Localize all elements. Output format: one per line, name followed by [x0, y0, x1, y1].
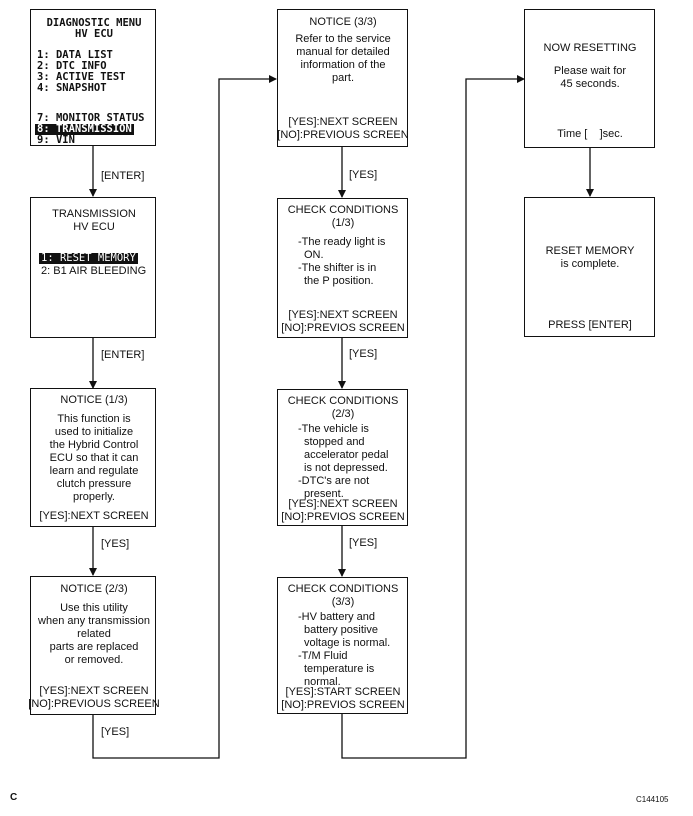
notice-text: manual for detailed [296, 46, 390, 58]
edge-label-yes: [YES] [101, 538, 130, 550]
menu-item-selected: 8: TRANSMISSION [35, 123, 134, 135]
reset-complete-screen: RESET MEMORY is complete. PRESS [ENTER] [524, 197, 655, 337]
arrow-check3-to-resetting [341, 75, 525, 759]
notice-1-screen: NOTICE (1/3) This function is used to in… [30, 388, 156, 527]
edge-label-yes: [YES] [349, 537, 378, 549]
notice-text: part. [331, 72, 355, 84]
diagnostic-menu-screen: DIAGNOSTIC MENU HV ECU 1: DATA LIST 2: D… [30, 9, 156, 146]
transmission-item: 2: B1 AIR BLEEDING [41, 265, 147, 277]
check-footer: [YES]:NEXT SCREEN [288, 309, 398, 321]
now-resetting-screen: NOW RESETTING Please wait for 45 seconds… [524, 9, 655, 148]
check-title-step: (1/3) [331, 217, 355, 229]
notice-text: properly. [73, 491, 115, 503]
notice-text: or removed. [64, 654, 124, 666]
check-footer: [YES]:START SCREEN [285, 686, 401, 698]
figure-code: C144105 [636, 795, 669, 804]
complete-text: is complete. [560, 258, 620, 270]
menu-subtitle: HV ECU [75, 28, 113, 40]
notice-text: Refer to the service [295, 33, 391, 45]
notice-text: learn and regulate [49, 465, 139, 477]
check-title-step: (2/3) [331, 408, 355, 420]
notice-text: related [77, 628, 111, 640]
check-conditions-2-screen: CHECK CONDITIONS (2/3) -The vehicle is s… [277, 389, 408, 526]
arrow-notice2-to-notice3 [92, 75, 277, 759]
notice-footer: [YES]:NEXT SCREEN [288, 116, 398, 128]
transmission-screen: TRANSMISSION HV ECU 1: RESET MEMORY 2: B… [30, 197, 156, 338]
menu-item: 2: DTC INFO [37, 60, 107, 72]
check-text: accelerator pedal [304, 449, 389, 461]
notice-footer: [YES]:NEXT SCREEN [39, 510, 149, 522]
check-text: battery positive [304, 624, 378, 636]
menu-title: DIAGNOSTIC MENU [46, 17, 142, 29]
edge-label-yes: [YES] [349, 169, 378, 181]
check-text: is not depressed. [304, 462, 388, 474]
menu-item: 1: DATA LIST [37, 49, 113, 61]
check-text: -The vehicle is [298, 423, 369, 435]
check-title-step: (3/3) [331, 596, 355, 608]
menu-item: 7: MONITOR STATUS [37, 112, 145, 124]
check-text: present. [304, 488, 344, 500]
notice-title: NOTICE (3/3) [309, 16, 377, 28]
transmission-title: TRANSMISSION [52, 208, 136, 220]
notice-footer: [NO]:PREVIOUS SCREEN [277, 129, 409, 141]
notice-text: parts are replaced [49, 641, 139, 653]
transmission-subtitle: HV ECU [73, 221, 115, 233]
check-title: CHECK CONDITIONS [287, 395, 399, 407]
check-text: the P position. [304, 275, 374, 287]
notice-text: clutch pressure [56, 478, 132, 490]
figure-letter: C [10, 792, 18, 803]
menu-item: 4: SNAPSHOT [37, 82, 107, 94]
notice-text: This function is [57, 413, 131, 425]
check-text: voltage is normal. [304, 637, 391, 649]
check-title: CHECK CONDITIONS [287, 204, 399, 216]
check-footer: [NO]:PREVIOS SCREEN [281, 699, 405, 711]
notice-text: used to initialize [54, 426, 134, 438]
check-conditions-3-screen: CHECK CONDITIONS (3/3) -HV battery and b… [277, 577, 408, 714]
check-text: normal. [304, 676, 341, 688]
notice-text: information of the [300, 59, 386, 71]
resetting-timer: Time [ ]sec. [557, 128, 623, 140]
edge-label-enter: [ENTER] [101, 349, 145, 361]
check-conditions-1-screen: CHECK CONDITIONS (1/3) -The ready light … [277, 198, 408, 338]
check-footer: [NO]:PREVIOS SCREEN [281, 511, 405, 523]
check-footer: [NO]:PREVIOS SCREEN [281, 322, 405, 334]
check-text: -HV battery and [298, 611, 376, 623]
check-text: -The ready light is [298, 236, 386, 248]
menu-item: 3: ACTIVE TEST [37, 71, 126, 83]
notice-footer: [NO]:PREVIOUS SCREEN [28, 698, 160, 710]
check-text: ON. [304, 249, 324, 261]
check-text: -T/M Fluid [298, 650, 348, 662]
notice-text: Use this utility [60, 602, 128, 614]
menu-item: 9: VIN [37, 134, 75, 146]
notice-title: NOTICE (2/3) [60, 583, 128, 595]
notice-text: the Hybrid Control [49, 439, 139, 451]
check-footer: [YES]:NEXT SCREEN [288, 498, 398, 510]
notice-title: NOTICE (1/3) [60, 394, 128, 406]
edge-label-yes: [YES] [349, 348, 378, 360]
check-text: stopped and [304, 436, 365, 448]
edge-label-enter: [ENTER] [101, 170, 145, 182]
notice-footer: [YES]:NEXT SCREEN [39, 685, 149, 697]
edge-label-yes: [YES] [101, 726, 130, 738]
check-title: CHECK CONDITIONS [287, 583, 399, 595]
notice-2-screen: NOTICE (2/3) Use this utility when any t… [28, 576, 160, 715]
notice-text: ECU so that it can [49, 452, 139, 464]
complete-footer: PRESS [ENTER] [548, 319, 632, 331]
notice-text: when any transmission [38, 615, 150, 627]
notice-3-screen: NOTICE (3/3) Refer to the service manual… [277, 9, 409, 147]
check-text: -The shifter is in [298, 262, 377, 274]
complete-text: RESET MEMORY [545, 245, 635, 257]
resetting-text: Please wait for [553, 65, 627, 77]
transmission-item-selected: 1: RESET MEMORY [39, 252, 138, 264]
check-text: temperature is [304, 663, 375, 675]
resetting-text: 45 seconds. [560, 78, 620, 90]
resetting-title: NOW RESETTING [543, 42, 637, 54]
check-text: -DTC's are not [298, 475, 370, 487]
